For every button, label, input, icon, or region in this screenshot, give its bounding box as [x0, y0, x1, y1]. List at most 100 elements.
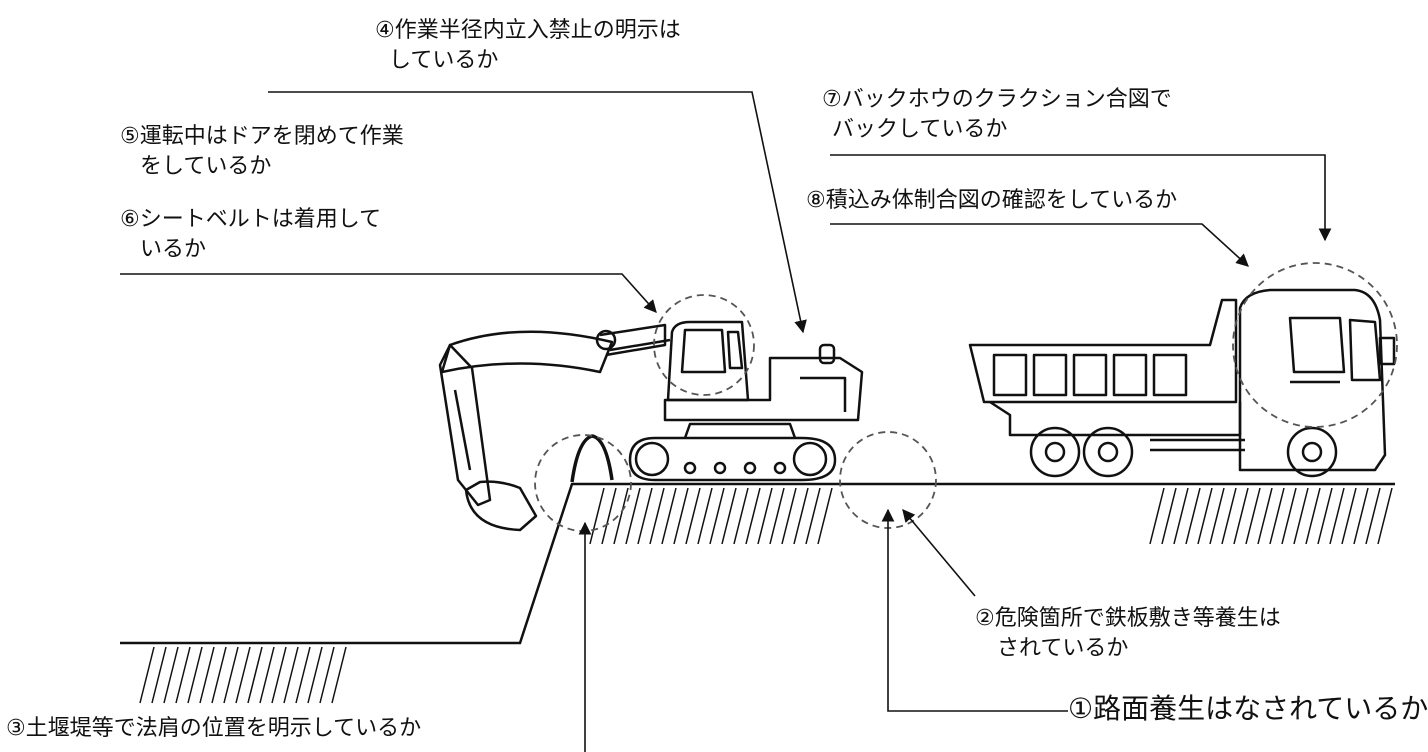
- label-c2-line2: されているか: [997, 636, 1129, 661]
- label-c7-line2: バックしているか: [832, 117, 1008, 142]
- label-c1: ①路面養生はなされているか: [1068, 692, 1428, 726]
- label-c5-line1: ⑤運転中はドアを閉めて作業: [120, 124, 404, 149]
- hatch-stroke: [139, 646, 155, 704]
- ground-hatching: [139, 487, 1393, 704]
- hatch-stroke: [283, 646, 299, 704]
- hatch-stroke: [625, 487, 641, 545]
- ground: [120, 482, 1395, 645]
- label-c5: ⑤運転中はドアを閉めて作業 をしているか: [120, 122, 404, 182]
- hatch-stroke: [721, 487, 737, 545]
- hatch-stroke: [697, 487, 713, 545]
- truck-wheel: [1029, 426, 1081, 478]
- label-c4-line1: ④作業半径内立入禁止の明示は: [375, 18, 681, 43]
- hatch-stroke: [271, 646, 287, 704]
- backhoe-excavator: [438, 320, 864, 532]
- hatch-stroke: [649, 487, 665, 545]
- hatch-stroke: [661, 487, 677, 545]
- hatch-stroke: [673, 487, 689, 545]
- hatch-stroke: [637, 487, 653, 545]
- hatch-stroke: [1149, 487, 1165, 545]
- label-c4: ④作業半径内立入禁止の明示は しているか: [375, 16, 681, 76]
- hatch-stroke: [223, 646, 239, 704]
- hatch-stroke: [709, 487, 725, 545]
- hatch-stroke: [613, 487, 629, 545]
- label-c8-line1: ⑧積込み体制合図の確認をしているか: [806, 188, 1178, 213]
- check-circle-truck-cab: [1232, 262, 1398, 428]
- hatch-stroke: [1221, 487, 1237, 545]
- truck-bed: [968, 298, 1238, 404]
- hatch-stroke: [1197, 487, 1213, 545]
- hatch-stroke: [199, 646, 215, 704]
- label-c6: ⑥シートベルトは着用して いるか: [120, 205, 381, 265]
- truck-wheel: [1082, 426, 1134, 478]
- hatch-stroke: [793, 487, 809, 545]
- hatch-stroke: [295, 646, 311, 704]
- label-c6-line1: ⑥シートベルトは着用して: [120, 207, 382, 232]
- excavator-body: [663, 356, 864, 422]
- hatch-stroke: [307, 646, 323, 704]
- hatch-stroke: [163, 646, 179, 704]
- label-c4-line2: しているか: [389, 48, 499, 73]
- dump-truck: [968, 288, 1396, 478]
- label-c8: ⑧積込み体制合図の確認をしているか: [806, 186, 1177, 216]
- hatch-stroke: [1293, 487, 1309, 545]
- hatch-stroke: [589, 487, 605, 545]
- hatch-stroke: [1305, 487, 1321, 545]
- leader-c7: [830, 154, 1332, 242]
- hatch-stroke: [685, 487, 701, 545]
- excavator-bucket: [464, 480, 538, 532]
- excavator-cab: [666, 320, 750, 402]
- hatch-stroke: [769, 487, 785, 545]
- leader-c6: [120, 273, 657, 313]
- hatch-stroke: [331, 646, 347, 704]
- truck-wheel: [1286, 426, 1338, 478]
- label-c7: ⑦バックホウのクラクション合図で バックしているか: [822, 85, 1172, 145]
- check-circle-cab: [653, 294, 755, 396]
- earth-berm: [570, 434, 614, 483]
- label-c3-line1: ③土堰堤等で法肩の位置を明示しているか: [6, 716, 422, 741]
- label-c6-line2: いるか: [140, 237, 207, 262]
- hatch-stroke: [1329, 487, 1345, 545]
- inspection-circles: [534, 262, 1398, 532]
- hatch-stroke: [1341, 487, 1357, 545]
- hatch-stroke: [175, 646, 191, 704]
- hatch-stroke: [757, 487, 773, 545]
- excavator-boom: [440, 330, 614, 374]
- hatch-stroke: [1281, 487, 1297, 545]
- label-c3: ③土堰堤等で法肩の位置を明示しているか: [6, 714, 421, 744]
- hatch-stroke: [151, 646, 167, 704]
- leader-c1: [881, 508, 1068, 712]
- track-wheel: [634, 441, 670, 477]
- hatch-stroke: [1377, 487, 1393, 545]
- hatch-stroke: [319, 646, 335, 704]
- hatch-stroke: [733, 487, 749, 545]
- label-c7-line1: ⑦バックホウのクラクション合図で: [822, 87, 1172, 112]
- hatch-stroke: [211, 646, 227, 704]
- hatch-stroke: [1269, 487, 1285, 545]
- leader-c2: [902, 509, 976, 597]
- hatch-stroke: [259, 646, 275, 704]
- hatch-stroke: [187, 646, 203, 704]
- track-wheel: [792, 441, 828, 477]
- leader-c4: [268, 91, 807, 334]
- label-c2-line1: ②危険箇所で鉄板敷き等養生は: [975, 606, 1281, 631]
- truck-cab: [1238, 288, 1387, 472]
- hatch-stroke: [817, 487, 833, 545]
- hatch-stroke: [1233, 487, 1249, 545]
- hatch-stroke: [1257, 487, 1273, 545]
- hatch-stroke: [601, 487, 617, 545]
- hatch-stroke: [235, 646, 251, 704]
- hatch-stroke: [1245, 487, 1261, 545]
- hatch-stroke: [247, 646, 263, 704]
- label-c2: ②危険箇所で鉄板敷き等養生は されているか: [975, 604, 1281, 664]
- hatch-stroke: [745, 487, 761, 545]
- label-c5-line2: をしているか: [140, 154, 272, 179]
- hatch-stroke: [1365, 487, 1381, 545]
- leader-c8: [830, 223, 1249, 267]
- hatch-stroke: [1173, 487, 1189, 545]
- hatch-stroke: [1317, 487, 1333, 545]
- hatch-stroke: [781, 487, 797, 545]
- hatch-stroke: [1185, 487, 1201, 545]
- hatch-stroke: [1353, 487, 1369, 545]
